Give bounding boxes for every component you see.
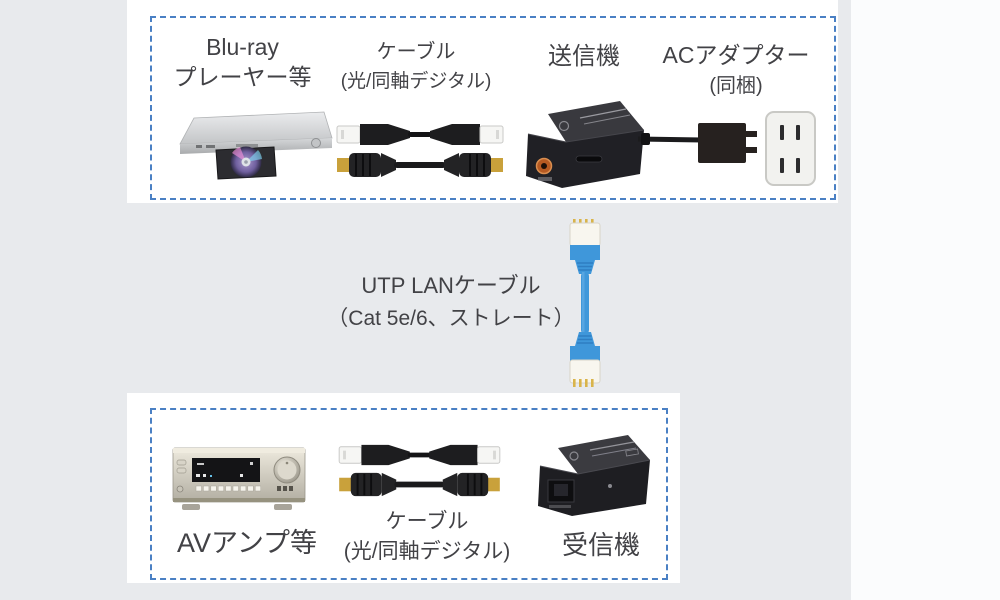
utp-lan-cable-label: UTP LANケーブル （Cat 5e/6、ストレート） (290, 269, 612, 335)
outlet-slot (796, 158, 800, 173)
ac-adapter-label: ACアダプター (同梱) (650, 40, 822, 102)
cable-label-top: ケーブル (光/同軸デジタル) (328, 38, 504, 96)
receiver-label: 受信機 (561, 530, 640, 560)
cable-label-bottom: ケーブル (光/同軸デジタル) (337, 507, 517, 567)
blu-ray-player-label: Blu-ray プレーヤー等 (150, 32, 335, 92)
wall-outlet-image (765, 111, 816, 186)
cable-label-top-line1: ケーブル (376, 41, 456, 63)
cable-label-top-line2: (光/同軸デジタル) (340, 71, 492, 92)
blu-ray-player-image (179, 111, 333, 180)
utp-lan-cable-label-line2: （Cat 5e/6、ストレート） (327, 307, 575, 330)
plug-prong (744, 131, 757, 137)
transmitter-label: 送信機 (548, 43, 620, 70)
utp-lan-cable-label-line1: UTP LANケーブル (361, 273, 541, 298)
av-amplifier-image (172, 447, 306, 510)
ac-adapter-plug-image (698, 123, 746, 163)
receiver-devices-dashed-box (150, 408, 668, 580)
cable-label-bottom-line2: (光/同軸デジタル) (343, 540, 511, 563)
plug-prong (744, 147, 757, 153)
av-amplifier-label: AVアンプ等 (176, 528, 318, 558)
ac-adapter-label-line1: ACアダプター (662, 42, 810, 68)
cable-label-bottom-line1: ケーブル (385, 510, 469, 533)
utp-lan-cable-image (569, 219, 601, 387)
power-cord-connector (641, 133, 650, 145)
receiver-image (538, 435, 651, 516)
outlet-slot (780, 125, 784, 140)
outlet-slot (780, 158, 784, 173)
optical-coaxial-cables-image (336, 124, 504, 177)
transmitter-image (526, 101, 645, 188)
right-background-column (851, 0, 1000, 600)
outlet-slot (796, 125, 800, 140)
blu-ray-player-label-line1: Blu-ray (206, 34, 279, 60)
source-devices-dashed-box (150, 16, 836, 200)
optical-coaxial-cables-image (338, 444, 501, 497)
blu-ray-player-label-line2: プレーヤー等 (173, 64, 312, 90)
ac-adapter-label-line2: (同梱) (709, 75, 763, 97)
